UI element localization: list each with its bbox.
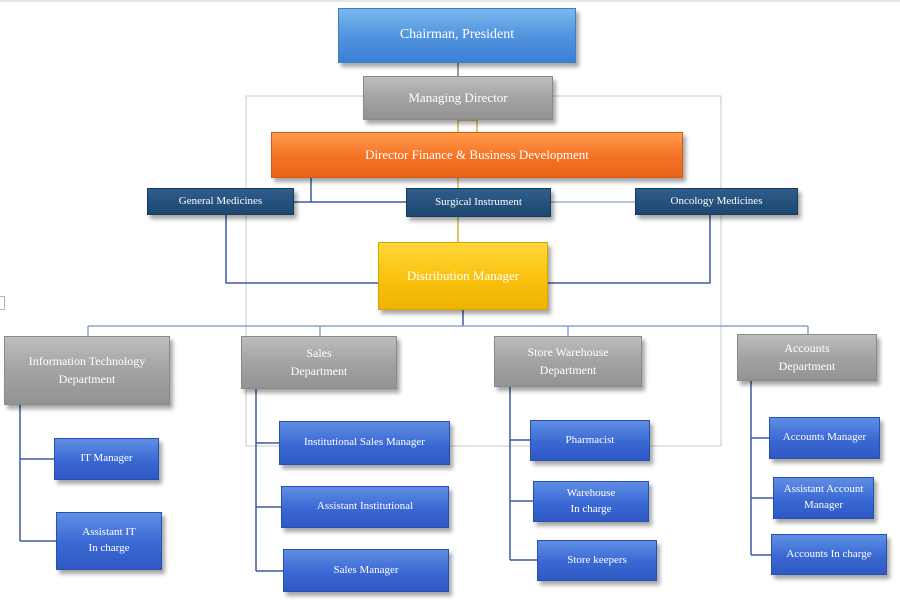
department-store-warehouse: Store Warehouse Department — [494, 336, 642, 387]
chairman-box: Chairman, President — [338, 8, 576, 63]
role-store-keepers: Store keepers — [537, 540, 657, 581]
connector — [548, 215, 711, 284]
role-assistant-account-manager: Assistant Account Manager — [773, 477, 874, 519]
role-pharmacist: Pharmacist — [530, 420, 650, 461]
division-oncology-medicines: Oncology Medicines — [635, 188, 798, 215]
connector — [225, 215, 378, 284]
role-accounts-in-charge: Accounts In charge — [771, 534, 887, 575]
department-sales: Sales Department — [241, 336, 397, 389]
department-it: Information Technology Department — [4, 336, 170, 405]
role-accounts-manager: Accounts Manager — [769, 417, 880, 459]
role-assistant-it: Assistant IT In charge — [56, 512, 162, 570]
distribution-manager-box: Distribution Manager — [378, 242, 548, 310]
division-surgical-instrument: Surgical Instrument — [406, 188, 551, 217]
role-sales-manager: Sales Manager — [283, 549, 449, 592]
division-general-medicines: General Medicines — [147, 188, 294, 215]
role-warehouse-in-charge: Warehouse In charge — [533, 481, 649, 522]
role-institutional-sales-manager: Institutional Sales Manager — [279, 421, 450, 465]
top-border — [0, 0, 900, 2]
role-assistant-institutional: Assistant Institutional — [281, 486, 449, 528]
director-finance-box: Director Finance & Business Development — [271, 132, 683, 178]
department-accounts: Accounts Department — [737, 334, 877, 381]
managing-director-box: Managing Director — [363, 76, 553, 120]
role-it-manager: IT Manager — [54, 438, 159, 480]
edge-marker — [0, 296, 5, 310]
